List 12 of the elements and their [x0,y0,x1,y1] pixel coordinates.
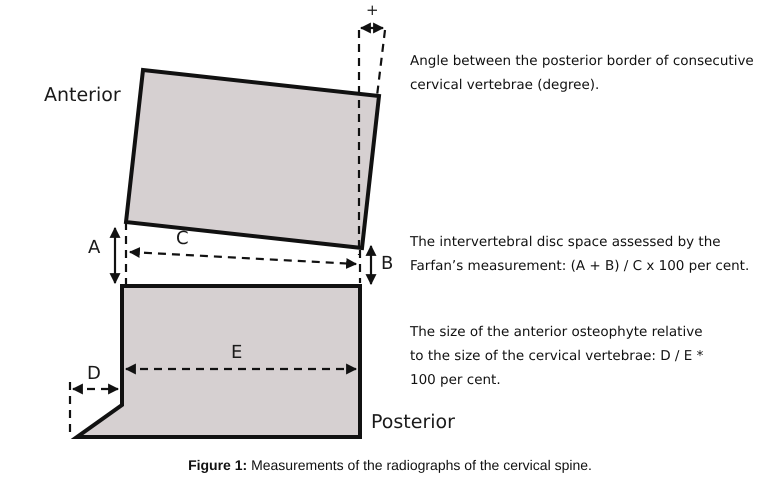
dimension-letter: D [87,364,101,384]
dimension-letter: C [176,229,189,249]
figure-caption: Figure 1: Measurements of the radiographs of the cervical spine. [187,457,593,473]
plus-sign: + [366,2,379,18]
anatomical-label: Anterior [44,85,121,106]
annotation-text: Angle between the posterior border of consecutive cervical vertebrae (degree). [410,52,755,95]
dimension-letter: B [381,254,394,274]
anatomical-label: Posterior [371,412,455,433]
annotation-text: The intervertebral disc space assessed by the Farfan’s measurement: (A + B) / C x 100 per cent. [410,233,750,276]
dimension-letter: A [88,238,100,258]
annotation-text: The size of the anterior osteophyte relative to the size of the cervical vertebrae: D / E * 100 per cent. [410,323,704,390]
dimension-letter: E [231,343,242,363]
